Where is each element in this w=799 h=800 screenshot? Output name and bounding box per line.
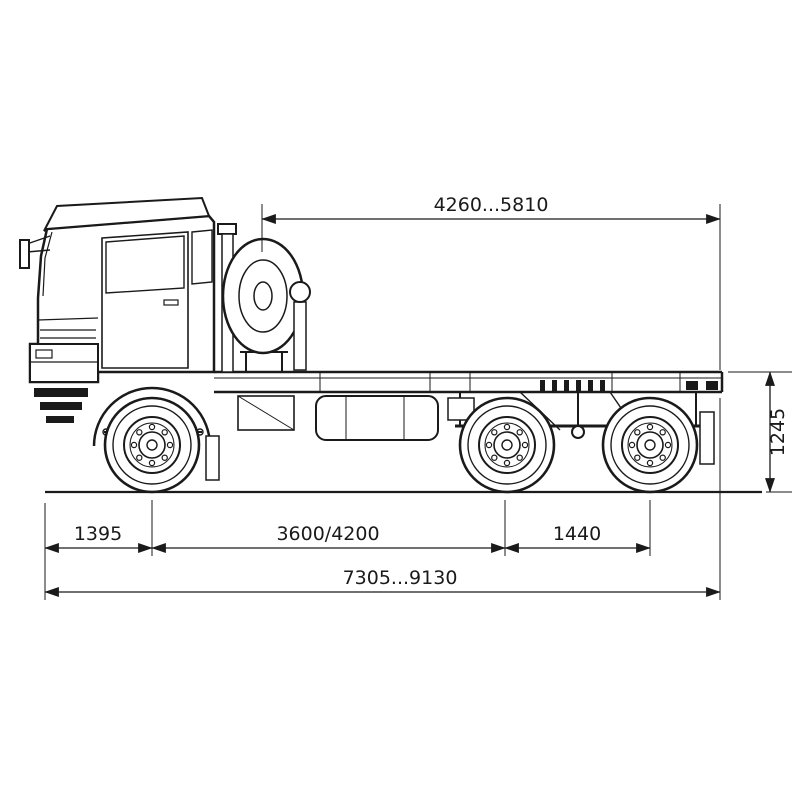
mirror bbox=[19, 235, 51, 269]
exhaust-stack bbox=[289, 281, 311, 371]
truck-chassis-drawing bbox=[19, 196, 762, 494]
front-fender bbox=[92, 386, 212, 447]
door-handle bbox=[163, 299, 179, 306]
air-reservoir bbox=[447, 397, 475, 421]
dimension-frame-height: 1245 bbox=[765, 371, 789, 493]
dimension-frame-height-label: 1245 bbox=[767, 408, 789, 456]
rear-side-window bbox=[191, 229, 213, 285]
dimension-front-overhang-label: 1395 bbox=[74, 523, 122, 545]
fog-lamp bbox=[35, 349, 53, 359]
dimension-overall-length: 7305...9130 bbox=[44, 567, 721, 597]
dimension-top-span: 4260...5810 bbox=[261, 194, 721, 224]
front-mud-flap bbox=[205, 435, 220, 481]
bumper-step-2 bbox=[40, 402, 82, 410]
battery-box bbox=[237, 395, 295, 431]
rear-wheel bbox=[601, 396, 699, 494]
dimension-wheelbase-label: 3600/4200 bbox=[276, 523, 379, 545]
fuel-tank bbox=[315, 395, 439, 441]
a-pillar bbox=[42, 231, 53, 297]
cab bbox=[19, 196, 220, 481]
dimension-rear-axle-spread-label: 1440 bbox=[553, 523, 601, 545]
dimension-wheelbase: 3600/4200 bbox=[151, 523, 506, 553]
rear-mud-flap bbox=[699, 411, 715, 465]
door-window bbox=[105, 235, 185, 294]
front-wheel bbox=[103, 396, 201, 494]
bumper-step-3 bbox=[46, 416, 74, 423]
dimension-overall-length-label: 7305...9130 bbox=[343, 567, 458, 589]
dimension-front-overhang: 1395 bbox=[44, 523, 153, 553]
cab-door bbox=[101, 231, 189, 369]
chassis-frame bbox=[214, 370, 724, 394]
middle-wheel bbox=[458, 396, 556, 494]
dimension-top-span-label: 4260...5810 bbox=[434, 194, 549, 216]
dimension-rear-axle-spread: 1440 bbox=[504, 523, 651, 553]
roof-deflector bbox=[43, 196, 211, 232]
spare-wheel bbox=[221, 237, 305, 372]
dimension-annotations: 4260...5810 1245 1395 3600/4200 1440 730… bbox=[44, 194, 792, 600]
bumper-step-1 bbox=[34, 388, 88, 397]
